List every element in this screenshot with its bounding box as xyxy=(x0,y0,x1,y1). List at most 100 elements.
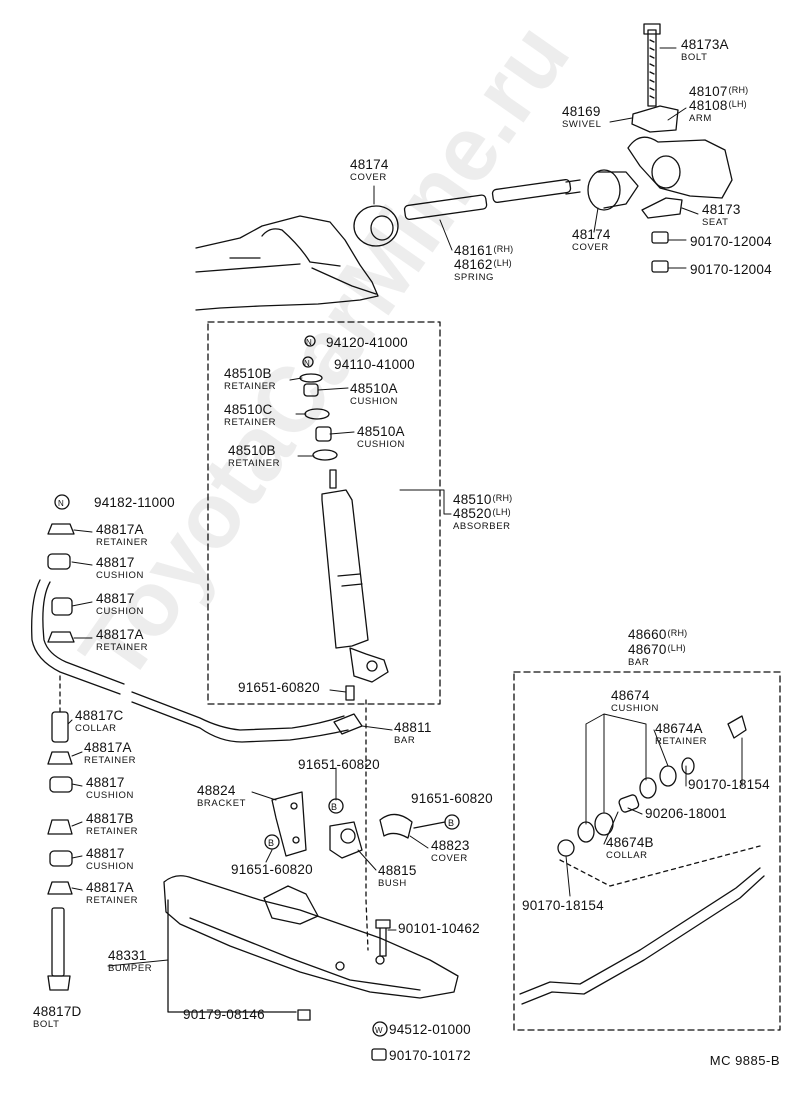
part-number-text: 48161 xyxy=(454,243,493,258)
part-number: 90179-08146 xyxy=(183,1008,265,1022)
part-number: 48510B xyxy=(224,367,276,381)
part-number: 90170-10172 xyxy=(389,1049,471,1063)
part-label-p90170_10172: 90170-10172 xyxy=(389,1049,471,1063)
arm-assembly xyxy=(587,23,733,273)
part-name: CUSHION xyxy=(611,702,660,714)
side-designator: (LH) xyxy=(728,99,747,109)
part-label-p90170b: 90170-12004 xyxy=(690,263,772,277)
part-number: 48510B xyxy=(228,444,280,458)
part-name: ABSORBER xyxy=(453,520,511,532)
part-label-p48660: 48660(RH) xyxy=(628,628,687,642)
part-number-text: 48817 xyxy=(96,555,135,570)
part-label-p94182: 94182-11000 xyxy=(94,496,175,510)
part-name: RETAINER xyxy=(224,416,277,428)
part-name: RETAINER xyxy=(655,735,708,747)
part-number: 48815 xyxy=(378,864,417,878)
marker-n1: N xyxy=(306,338,312,347)
bar-group-box xyxy=(513,671,781,1031)
part-number: 48660(RH) xyxy=(628,628,687,642)
part-number-text: 48510A xyxy=(357,424,405,439)
right-bar-parts xyxy=(519,715,765,1005)
part-name: RETAINER xyxy=(86,894,139,906)
part-number: 48174 xyxy=(572,228,611,242)
side-designator: (RH) xyxy=(667,628,688,638)
part-number: 48817 xyxy=(96,556,144,570)
marker-b2: B xyxy=(268,838,274,848)
part-number-text: 48173 xyxy=(702,202,741,217)
part-name: CUSHION xyxy=(96,605,145,617)
part-number-text: 94120-41000 xyxy=(326,335,408,350)
part-number: 48817A xyxy=(86,881,138,895)
part-number-text: 48674B xyxy=(606,835,654,850)
part-number-text: 48817A xyxy=(86,880,134,895)
part-number-text: 48815 xyxy=(378,863,417,878)
part-number: 91651-60820 xyxy=(238,681,320,695)
part-label-p90206: 90206-18001 xyxy=(645,807,727,821)
marker-n2: N xyxy=(304,359,310,368)
part-number: 48173A xyxy=(681,38,729,52)
part-number-text: 90170-18154 xyxy=(522,898,604,913)
part-label-p90170a: 90170-12004 xyxy=(690,235,772,249)
part-label-p48162: 48162(LH) SPRING xyxy=(454,258,512,282)
part-name: CUSHION xyxy=(350,395,399,407)
part-number: 48674B xyxy=(606,836,654,850)
part-number-text: 48108 xyxy=(689,98,728,113)
part-number: 48811 xyxy=(394,721,432,735)
part-number-text: 48674 xyxy=(611,688,650,703)
part-name: BUSH xyxy=(378,877,407,889)
part-label-p48510: 48510(RH) xyxy=(453,493,512,507)
part-label-p48161: 48161(RH) xyxy=(454,244,513,258)
part-number: 48107(RH) xyxy=(689,85,748,99)
part-number: 48817A xyxy=(84,741,136,755)
part-label-p91651c: 91651-60820 xyxy=(411,792,493,806)
leader-lines xyxy=(67,47,743,967)
part-number: 48510(RH) xyxy=(453,493,512,507)
part-name: BUMPER xyxy=(108,962,153,974)
part-number: 48817 xyxy=(86,847,134,861)
part-name: RETAINER xyxy=(86,825,139,837)
part-number: 48108(LH) xyxy=(689,99,747,113)
part-number-text: 48811 xyxy=(394,720,432,735)
part-number: 48510C xyxy=(224,403,276,417)
part-number: 48510A xyxy=(350,382,398,396)
stabilizer-bar xyxy=(31,579,363,743)
part-label-p90170_18154a: 90170-18154 xyxy=(688,778,770,792)
part-name: BOLT xyxy=(681,51,708,63)
part-number-text: 48817 xyxy=(86,846,125,861)
part-label-p94120: 94120-41000 xyxy=(326,336,408,350)
marker-w: W xyxy=(375,1026,383,1035)
part-name: COLLAR xyxy=(606,849,648,861)
part-name: BAR xyxy=(628,656,650,668)
part-number-text: 48162 xyxy=(454,257,493,272)
frame-bracket xyxy=(195,215,379,311)
side-designator: (LH) xyxy=(493,258,512,268)
part-number: 91651-60820 xyxy=(298,758,380,772)
part-number: 48817B xyxy=(86,812,138,826)
part-label-p48520: 48520(LH)ABSORBER xyxy=(453,507,511,531)
part-name: COVER xyxy=(572,241,609,253)
part-number: 94120-41000 xyxy=(326,336,408,350)
part-number: 48674 xyxy=(611,689,659,703)
part-number-text: 48173A xyxy=(681,37,729,52)
torsion-spring xyxy=(353,179,581,247)
part-number: 48817 xyxy=(96,592,144,606)
part-number-text: 90170-12004 xyxy=(690,262,772,277)
part-label-p48107: 48107(RH) xyxy=(689,85,748,99)
side-designator: (RH) xyxy=(728,85,749,95)
part-number: 48670(LH) xyxy=(628,643,686,657)
part-number: 90101-10462 xyxy=(398,922,480,936)
part-name: SPRING xyxy=(454,271,495,283)
